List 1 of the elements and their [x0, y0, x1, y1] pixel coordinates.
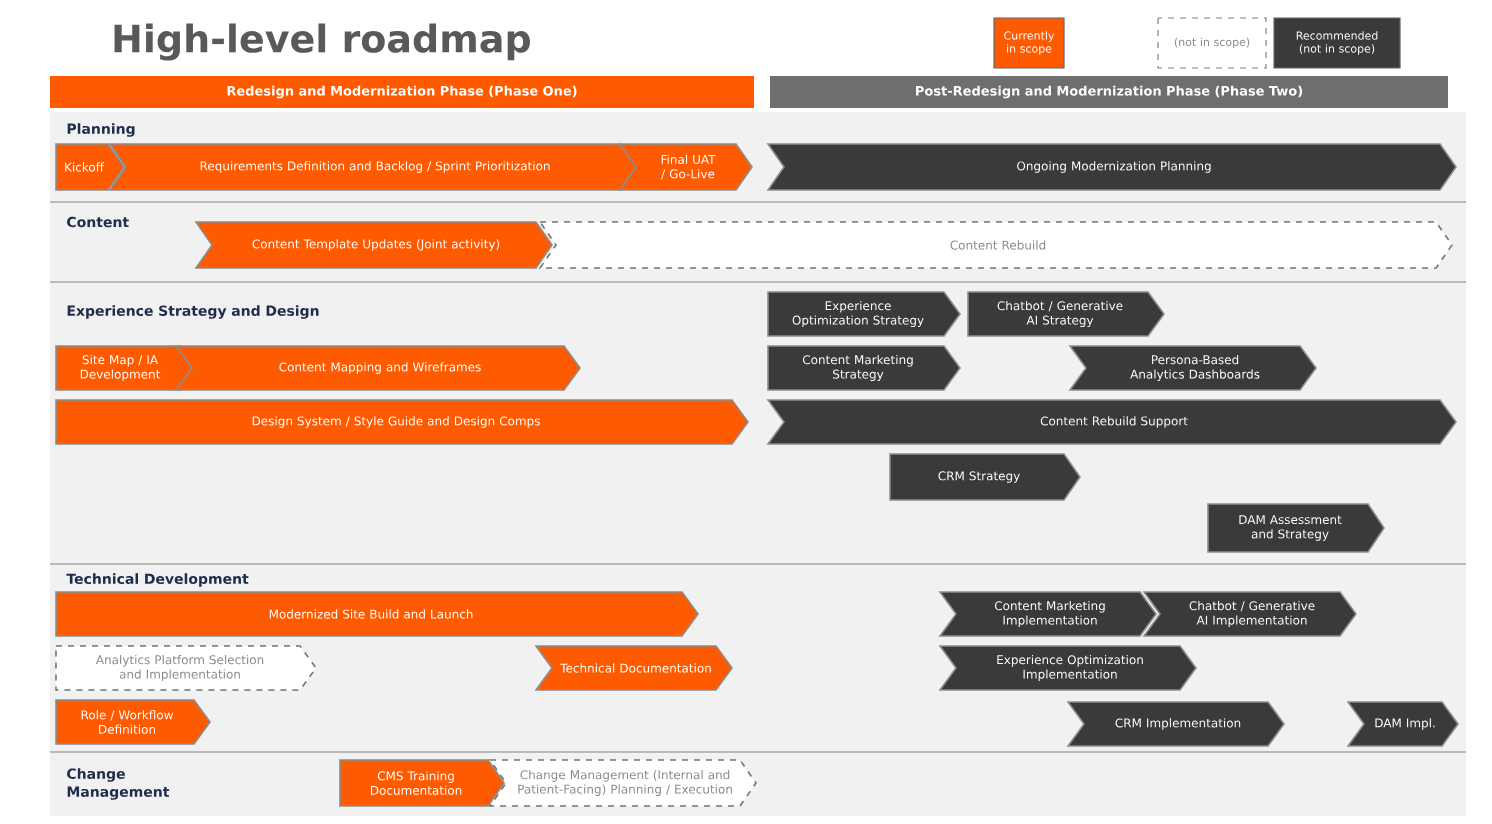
title: High-level roadmap	[114, 23, 530, 61]
